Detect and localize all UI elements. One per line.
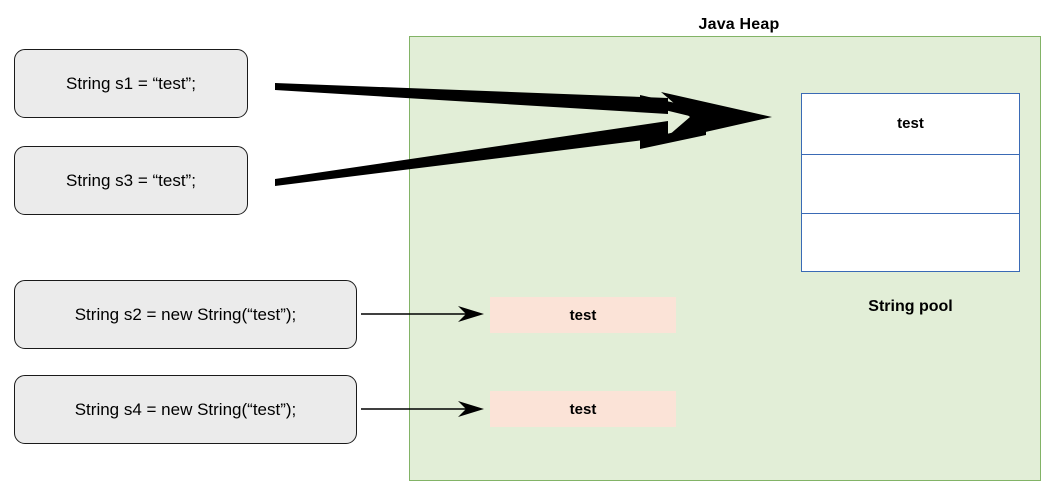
string-pool-row — [802, 153, 1019, 214]
string-pool-table: test — [801, 93, 1020, 272]
statement-box-s1: String s1 = “test”; — [14, 49, 248, 118]
string-pool-row: test — [897, 115, 924, 133]
java-heap-title: Java Heap — [698, 16, 780, 33]
statement-box-s4: String s4 = new String(“test”); — [14, 375, 357, 444]
heap-object-1: test — [490, 297, 676, 333]
statement-box-s2: String s2 = new String(“test”); — [14, 280, 357, 349]
statement-box-s3: String s3 = “test”; — [14, 146, 248, 215]
string-pool-label: String pool — [868, 298, 953, 315]
heap-object-2: test — [490, 391, 676, 427]
string-pool-row — [802, 213, 1019, 273]
